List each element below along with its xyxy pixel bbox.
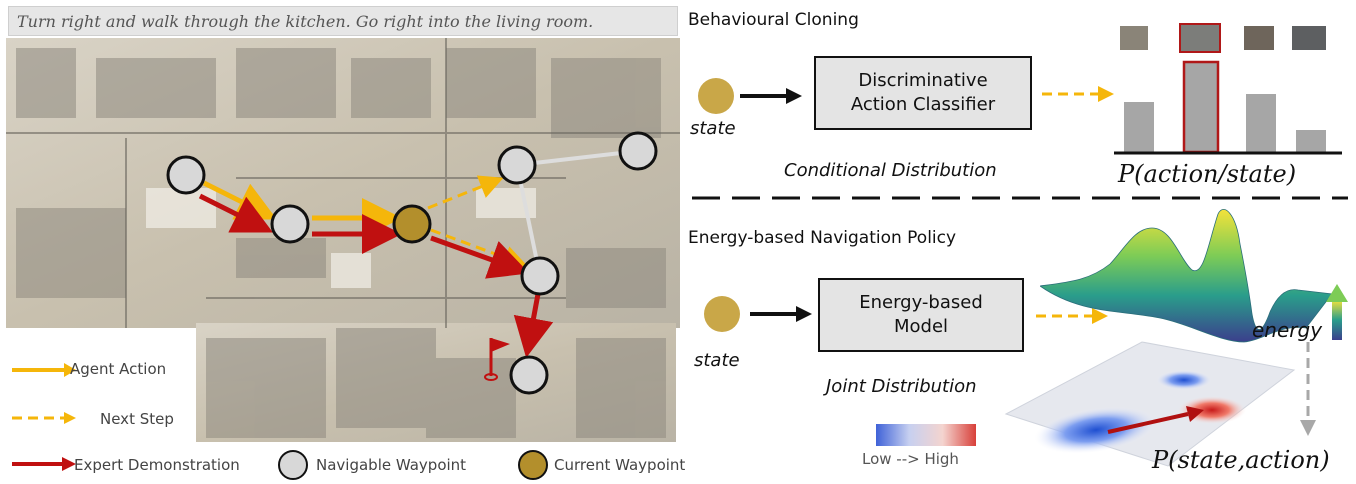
ebm-box-line2: Model bbox=[893, 316, 949, 337]
colorbar bbox=[876, 424, 976, 446]
legend-arrows bbox=[12, 363, 76, 424]
thumb-1 bbox=[1120, 26, 1148, 50]
legend-navigable: Navigable Waypoint bbox=[316, 456, 467, 474]
ebm-formula: P(state,action) bbox=[1152, 446, 1330, 474]
bc-bar-chart bbox=[1114, 23, 1342, 155]
bc-formula: P(action/state) bbox=[1118, 160, 1297, 188]
legend-expert-demo: Expert Demonstration bbox=[74, 456, 240, 474]
ebm-arrow-out bbox=[1036, 308, 1108, 324]
ebm-arrow-down bbox=[1300, 342, 1316, 436]
ebm-state-label: state bbox=[694, 350, 740, 371]
instruction-bar: Turn right and walk through the kitchen.… bbox=[8, 6, 678, 36]
joint-distribution-plane bbox=[1004, 341, 1296, 467]
ebm-model-box: Energy-based Model bbox=[818, 278, 1024, 352]
thumb-2 bbox=[1179, 23, 1221, 53]
colorbar-label: Low --> High bbox=[862, 450, 959, 468]
bc-box-line2: Action Classifier bbox=[850, 94, 996, 115]
thumb-4 bbox=[1292, 26, 1326, 50]
ebm-box-line1: Energy-based bbox=[859, 292, 983, 313]
bc-title: Behavioural Cloning bbox=[688, 10, 859, 30]
energy-surface bbox=[1040, 209, 1333, 343]
ebm-arrow-in bbox=[750, 306, 812, 322]
ebm-dist-label: Joint Distribution bbox=[826, 376, 977, 397]
bar-4 bbox=[1296, 130, 1326, 152]
navigable-waypoint-icon bbox=[278, 450, 308, 480]
floor-plan-map bbox=[6, 38, 680, 442]
legend-current: Current Waypoint bbox=[554, 456, 686, 474]
bc-state-label: state bbox=[690, 118, 736, 139]
energy-axis-arrow bbox=[1326, 284, 1348, 340]
bc-classifier-box: Discriminative Action Classifier bbox=[814, 56, 1032, 130]
bc-arrow-in bbox=[740, 88, 802, 104]
bc-state-dot bbox=[698, 78, 734, 114]
legend-next-step: Next Step bbox=[100, 410, 174, 428]
thumb-3 bbox=[1244, 26, 1274, 50]
energy-label: energy bbox=[1252, 318, 1323, 342]
bc-arrow-out bbox=[1042, 86, 1114, 102]
ebm-title: Energy-based Navigation Policy bbox=[688, 228, 957, 248]
current-waypoint-icon bbox=[518, 450, 548, 480]
section-divider bbox=[692, 196, 1348, 200]
bar-3 bbox=[1246, 94, 1276, 152]
bc-box-line1: Discriminative bbox=[858, 70, 988, 91]
bc-dist-label: Conditional Distribution bbox=[784, 160, 997, 181]
legend-expert-arrow bbox=[12, 457, 76, 471]
bar-2 bbox=[1182, 60, 1220, 154]
bar-1 bbox=[1124, 102, 1154, 152]
legend-agent-action: Agent Action bbox=[70, 360, 167, 378]
ebm-state-dot bbox=[704, 296, 740, 332]
